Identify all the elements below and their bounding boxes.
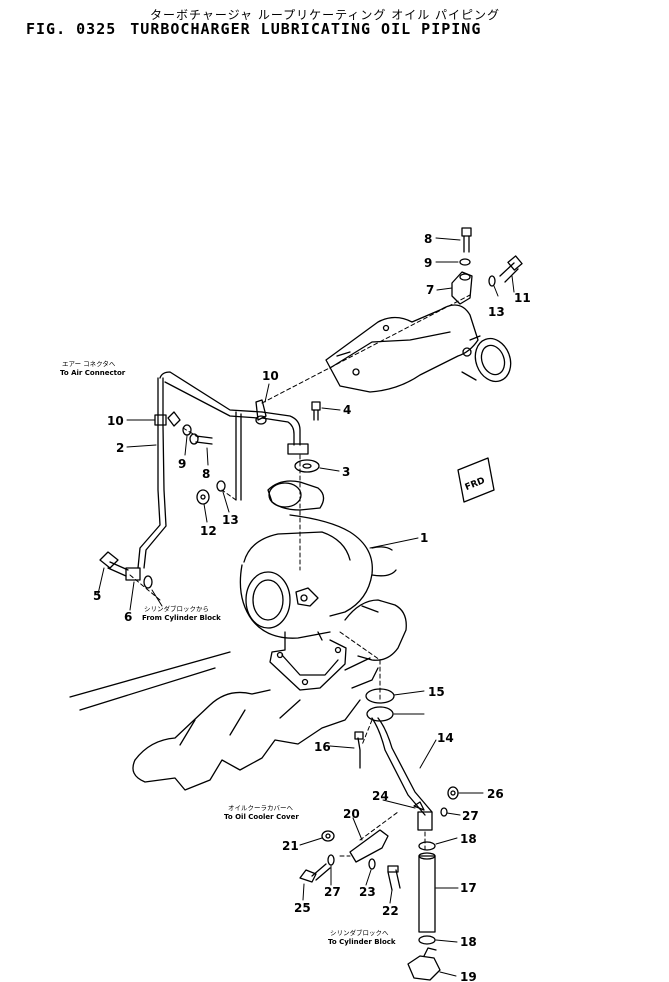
oil-feed-pipe	[137, 371, 309, 569]
bracket-assembly-top	[451, 227, 523, 305]
callout-8-top: 8	[424, 232, 432, 246]
leader-lines	[97, 237, 515, 977]
callout-3: 3	[342, 465, 350, 479]
turbocharger	[239, 480, 397, 691]
callout-27-right: 27	[462, 809, 479, 823]
callout-19: 19	[460, 970, 477, 982]
callout-21: 21	[282, 839, 299, 853]
center-lines	[129, 294, 471, 857]
note-to-air-connector-jp: エアー コネクタへ	[62, 359, 116, 368]
callout-8-mid: 8	[202, 467, 210, 481]
note-to-cylinder-block-jp: シリンダブロックへ	[330, 928, 389, 937]
callout-18-top: 18	[460, 832, 477, 846]
callout-2: 2	[116, 441, 124, 455]
callout-20: 20	[343, 807, 360, 821]
callout-13-top: 13	[488, 305, 505, 319]
callout-7: 7	[426, 283, 434, 297]
callout-18-bottom: 18	[460, 935, 477, 949]
callout-14: 14	[437, 731, 454, 745]
oil-return-pipe	[354, 688, 433, 831]
note-from-cylinder-block-jp: シリンダブロックから	[144, 604, 209, 613]
callout-10-left: 10	[107, 414, 124, 428]
note-to-air-connector-en: To Air Connector	[60, 369, 126, 377]
callout-17: 17	[460, 881, 477, 895]
callout-16: 16	[314, 740, 331, 754]
callout-22: 22	[382, 904, 399, 918]
frd-tag-label: FRD	[464, 476, 487, 493]
callout-23: 23	[359, 885, 376, 899]
note-to-oil-cooler-en: To Oil Cooler Cover	[224, 813, 299, 821]
callout-9-top: 9	[424, 256, 432, 270]
callout-11: 11	[514, 291, 531, 305]
callout-5: 5	[93, 589, 101, 603]
figure-title-text: TURBOCHARGER LUBRICATING OIL PIPING	[130, 20, 482, 38]
bracket-assembly-bottom	[299, 786, 459, 891]
callout-24: 24	[372, 789, 389, 803]
air-intake-pipe	[325, 304, 512, 393]
callout-1: 1	[420, 531, 428, 545]
gasket-and-bolt	[294, 401, 321, 473]
note-from-cylinder-block-en: From Cylinder Block	[142, 614, 221, 622]
callout-26: 26	[487, 787, 504, 801]
flexible-hose	[407, 841, 441, 981]
callout-15: 15	[428, 685, 445, 699]
callout-9-mid: 9	[178, 457, 186, 471]
exhaust-manifold	[69, 599, 407, 791]
note-to-oil-cooler-jp: オイルクーラカバーへ	[228, 804, 294, 812]
callout-numbers: 8 9 7 11 13 10 10 2 9 8 4 3 12 13 1 5 6 …	[93, 232, 531, 982]
small-fasteners-mid	[182, 424, 226, 505]
note-to-cylinder-block-en: To Cylinder Block	[328, 938, 396, 946]
figure-number: FIG. 0325	[26, 20, 117, 38]
frd-tag	[457, 457, 495, 503]
callout-13-mid: 13	[222, 513, 239, 527]
callout-25: 25	[294, 901, 311, 915]
figure-title: FIG. 0325 TURBOCHARGER LUBRICATING OIL PI…	[26, 20, 495, 38]
callout-4: 4	[343, 403, 351, 417]
figure-title-japanese: ターボチャージャ ループリケーティング オイル パイピング	[150, 8, 501, 22]
callout-12: 12	[200, 524, 217, 538]
callout-10-mid: 10	[262, 369, 279, 383]
banjo-bolt	[99, 551, 153, 589]
callout-27-left: 27	[324, 885, 341, 899]
callout-6: 6	[124, 610, 132, 624]
